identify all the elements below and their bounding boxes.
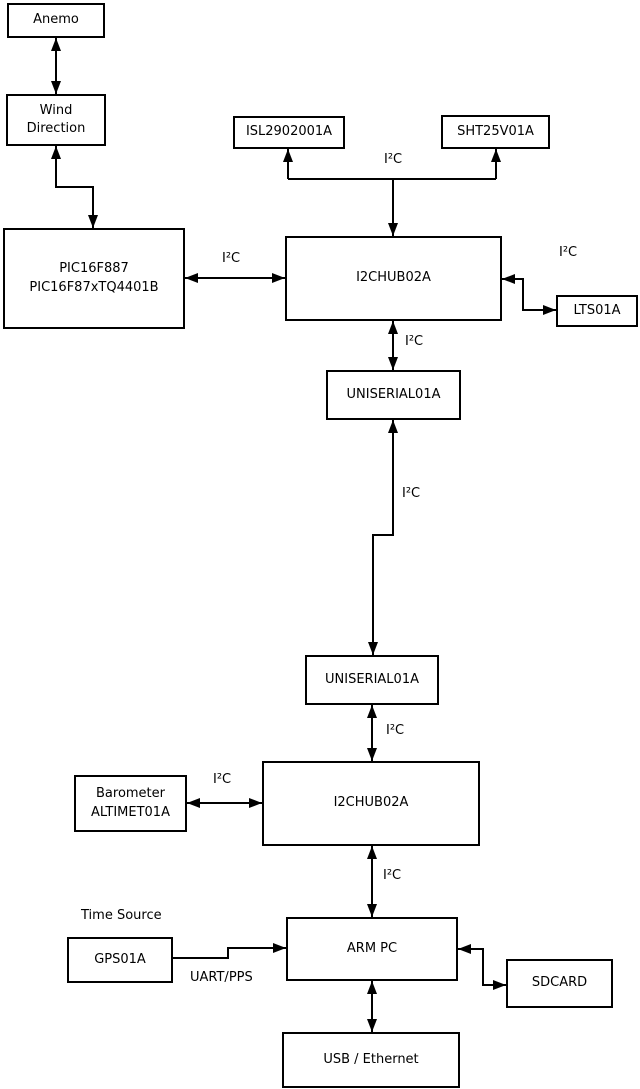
node-pic16f887: PIC16F887 PIC16F87xTQ4401B (3, 228, 185, 329)
node-label: Wind (39, 102, 73, 118)
node-usb-ethernet: USB / Ethernet (282, 1032, 460, 1088)
node-label: GPS01A (94, 951, 146, 967)
node-gps01a: GPS01A (67, 937, 173, 983)
edge-hub1-lts (502, 274, 556, 315)
node-sdcard: SDCARD (506, 959, 613, 1008)
node-label: UNISERIAL01A (325, 671, 419, 687)
node-label: PIC16F87xTQ4401B (29, 279, 159, 295)
node-label: ARM PC (346, 940, 398, 956)
node-label: Direction (26, 121, 86, 136)
edge-armpc-sdcard (458, 944, 506, 990)
node-label: UNISERIAL01A (346, 386, 441, 402)
label-uart-pps: UART/PPS (190, 970, 253, 986)
edge-wind-pic (51, 146, 98, 228)
node-label: I2CHUB02A (333, 795, 409, 811)
label-i2c-hub1-uniserial1: I²C (405, 334, 424, 350)
node-label: USB / Ethernet (323, 1051, 419, 1067)
node-sht25v01a: SHT25V01A (441, 115, 550, 149)
node-barometer-altimet01a: Barometer ALTIMET01A (74, 775, 187, 832)
node-anemo: Anemo (7, 3, 105, 38)
node-label: I2CHUB02A (356, 270, 431, 286)
node-label: SHT25V01A (457, 123, 534, 139)
edge-uniserial1-uniserial2 (368, 420, 398, 655)
label-i2c-pic-hub1: I²C (222, 251, 241, 267)
node-label: SDCARD (531, 975, 588, 991)
label-i2c-hub1-sensors: I²C (384, 152, 403, 168)
node-isl2902001a: ISL2902001A (233, 116, 345, 149)
node-label: ISL2902001A (245, 124, 333, 140)
label-i2c-hub1-lts: I²C (559, 245, 578, 261)
node-i2chub02a-1: I2CHUB02A (285, 236, 502, 321)
label-i2c-hub2-armpc: I²C (383, 868, 402, 884)
node-label: ALTIMET01A (91, 804, 170, 820)
node-label: Barometer (96, 786, 165, 802)
node-uniserial01a-2: UNISERIAL01A (305, 655, 439, 705)
label-i2c-barometer-hub2: I²C (213, 772, 232, 788)
node-wind-direction: Wind Direction (6, 94, 106, 146)
node-arm-pc: ARM PC (286, 917, 458, 981)
node-label: Anemo (33, 12, 79, 28)
label-i2c-uniserial2-hub2: I²C (386, 723, 405, 739)
label-time-source: Time Source (81, 908, 162, 924)
node-uniserial01a-1: UNISERIAL01A (326, 370, 461, 420)
node-i2chub02a-2: I2CHUB02A (262, 761, 480, 846)
node-label: LTS01A (573, 302, 621, 318)
node-lts01a: LTS01A (556, 295, 638, 327)
node-label: PIC16F887 (59, 261, 129, 277)
label-i2c-uniserial-link: I²C (402, 486, 421, 502)
edge-gps-armpc (173, 943, 286, 959)
